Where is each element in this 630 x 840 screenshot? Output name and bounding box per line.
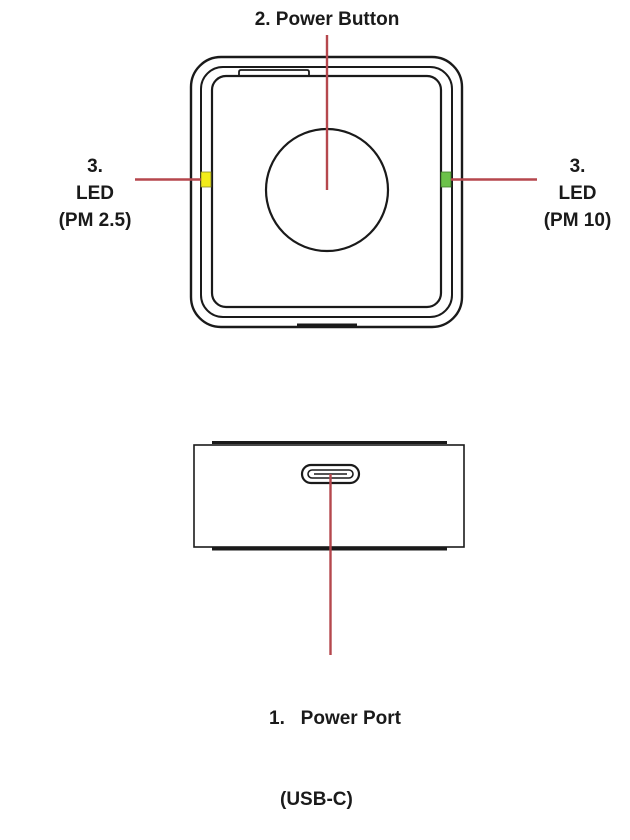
led-pm10-number: 3. bbox=[569, 156, 586, 177]
power-button-label-text: 2. Power Button bbox=[254, 9, 400, 30]
led-pm10-name: LED bbox=[558, 183, 597, 204]
leader-lines bbox=[135, 35, 537, 655]
device-diagram bbox=[135, 35, 537, 655]
led-pm25-name: LED bbox=[76, 183, 114, 204]
device-side-body bbox=[193, 444, 465, 548]
power-port-label-text: 1. Power Port bbox=[269, 708, 401, 729]
device-top-tab bbox=[238, 69, 310, 76]
led-pm25-label: 3. LED (PM 2.5) bbox=[40, 153, 150, 234]
led-pm25-indicator bbox=[200, 171, 212, 188]
power-port-label: 1. Power Port (USB-C) bbox=[240, 651, 430, 840]
power-port-detail: (USB-C) bbox=[280, 789, 353, 810]
led-pm10-detail: (PM 10) bbox=[543, 210, 612, 231]
device-side-view bbox=[193, 441, 465, 551]
led-pm10-indicator bbox=[440, 171, 452, 188]
led-pm25-number: 3. bbox=[87, 156, 103, 177]
led-pm25-detail: (PM 2.5) bbox=[58, 210, 132, 231]
led-pm10-label: 3. LED (PM 10) bbox=[525, 153, 630, 234]
power-button-label: 2. Power Button bbox=[227, 6, 427, 33]
